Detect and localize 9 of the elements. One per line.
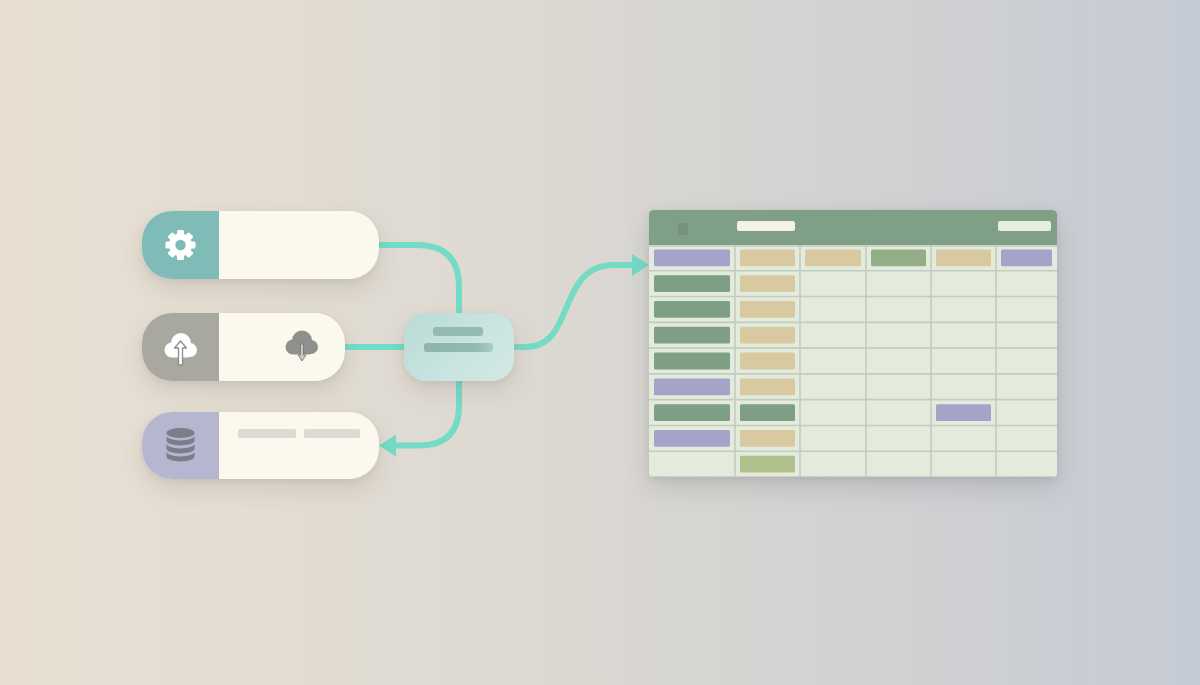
connector-line [379, 242, 462, 313]
card [142, 313, 345, 381]
connector-arrow [514, 254, 649, 350]
connector-line [345, 344, 404, 350]
card [142, 211, 379, 279]
rounded-box [404, 313, 514, 381]
connector-arrow [379, 381, 462, 457]
card [142, 412, 379, 479]
spreadsheet-illustration [649, 210, 1057, 477]
